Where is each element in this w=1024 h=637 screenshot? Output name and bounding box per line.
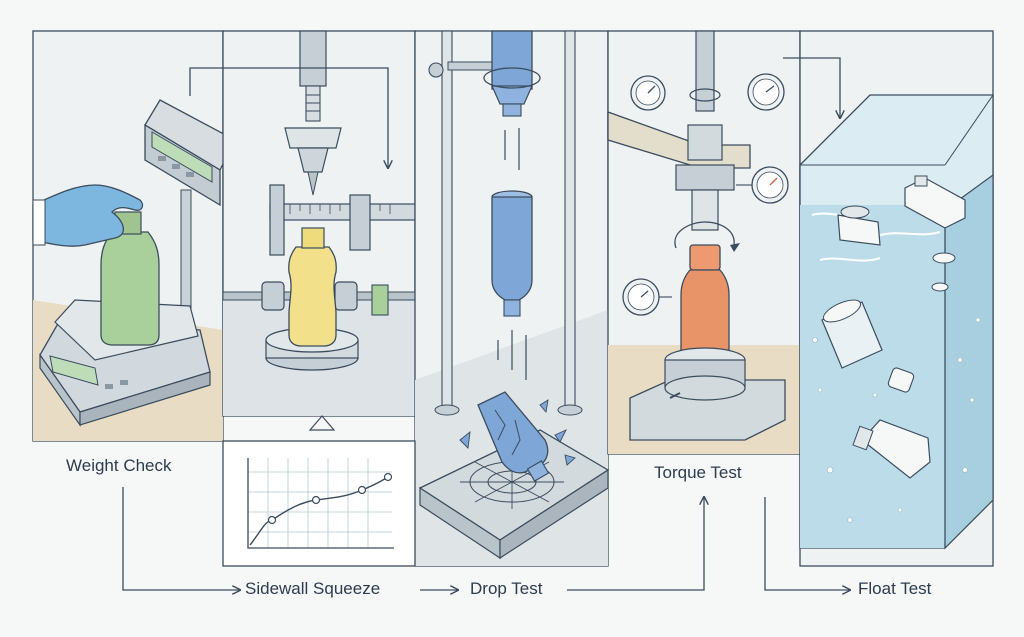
label-sidewall-squeeze: Sidewall Squeeze <box>245 579 381 598</box>
weighing-scale <box>39 299 211 427</box>
gauge-icon <box>622 278 660 316</box>
sinking-jar <box>852 419 931 479</box>
floating-bottle <box>837 205 881 246</box>
label-torque-test: Torque Test <box>654 463 742 482</box>
bottle-yellow <box>288 227 337 347</box>
gauge-icon <box>751 166 789 204</box>
gloved-hand <box>32 184 144 247</box>
arrow-gauge-to-tank <box>783 57 840 118</box>
float-test-panel <box>799 30 994 567</box>
flow-arrows <box>122 57 850 591</box>
label-weight-check: Weight Check <box>66 456 172 475</box>
bottle-blue-falling <box>491 190 533 317</box>
scale-display <box>144 99 236 207</box>
sinking-cap <box>887 367 915 393</box>
sidewall-squeeze-panel <box>222 30 416 417</box>
gauge-icon <box>747 73 785 111</box>
weight-check-panel <box>32 30 236 442</box>
callout-pointer <box>308 415 336 431</box>
gauge-icon <box>630 75 666 111</box>
drop-test-panel <box>414 30 610 567</box>
label-drop-test: Drop Test <box>470 579 543 598</box>
floating-container <box>904 175 966 229</box>
arrow-weight-to-squeeze <box>189 67 388 168</box>
motion-lines <box>497 128 527 380</box>
sinking-bottle <box>821 299 883 369</box>
arrow-torque-to-float <box>764 497 850 590</box>
arrow-drop-to-torque <box>567 497 704 591</box>
bottle-blue-cracked <box>459 391 576 482</box>
bubbles <box>812 317 981 523</box>
label-float-test: Float Test <box>858 579 932 598</box>
bottle-blue-held <box>483 30 541 117</box>
torque-test-panel <box>607 30 801 455</box>
arrow-weight-to-squeeze-label <box>122 487 240 590</box>
squeeze-force-chart <box>222 440 416 567</box>
caliper <box>269 184 416 256</box>
